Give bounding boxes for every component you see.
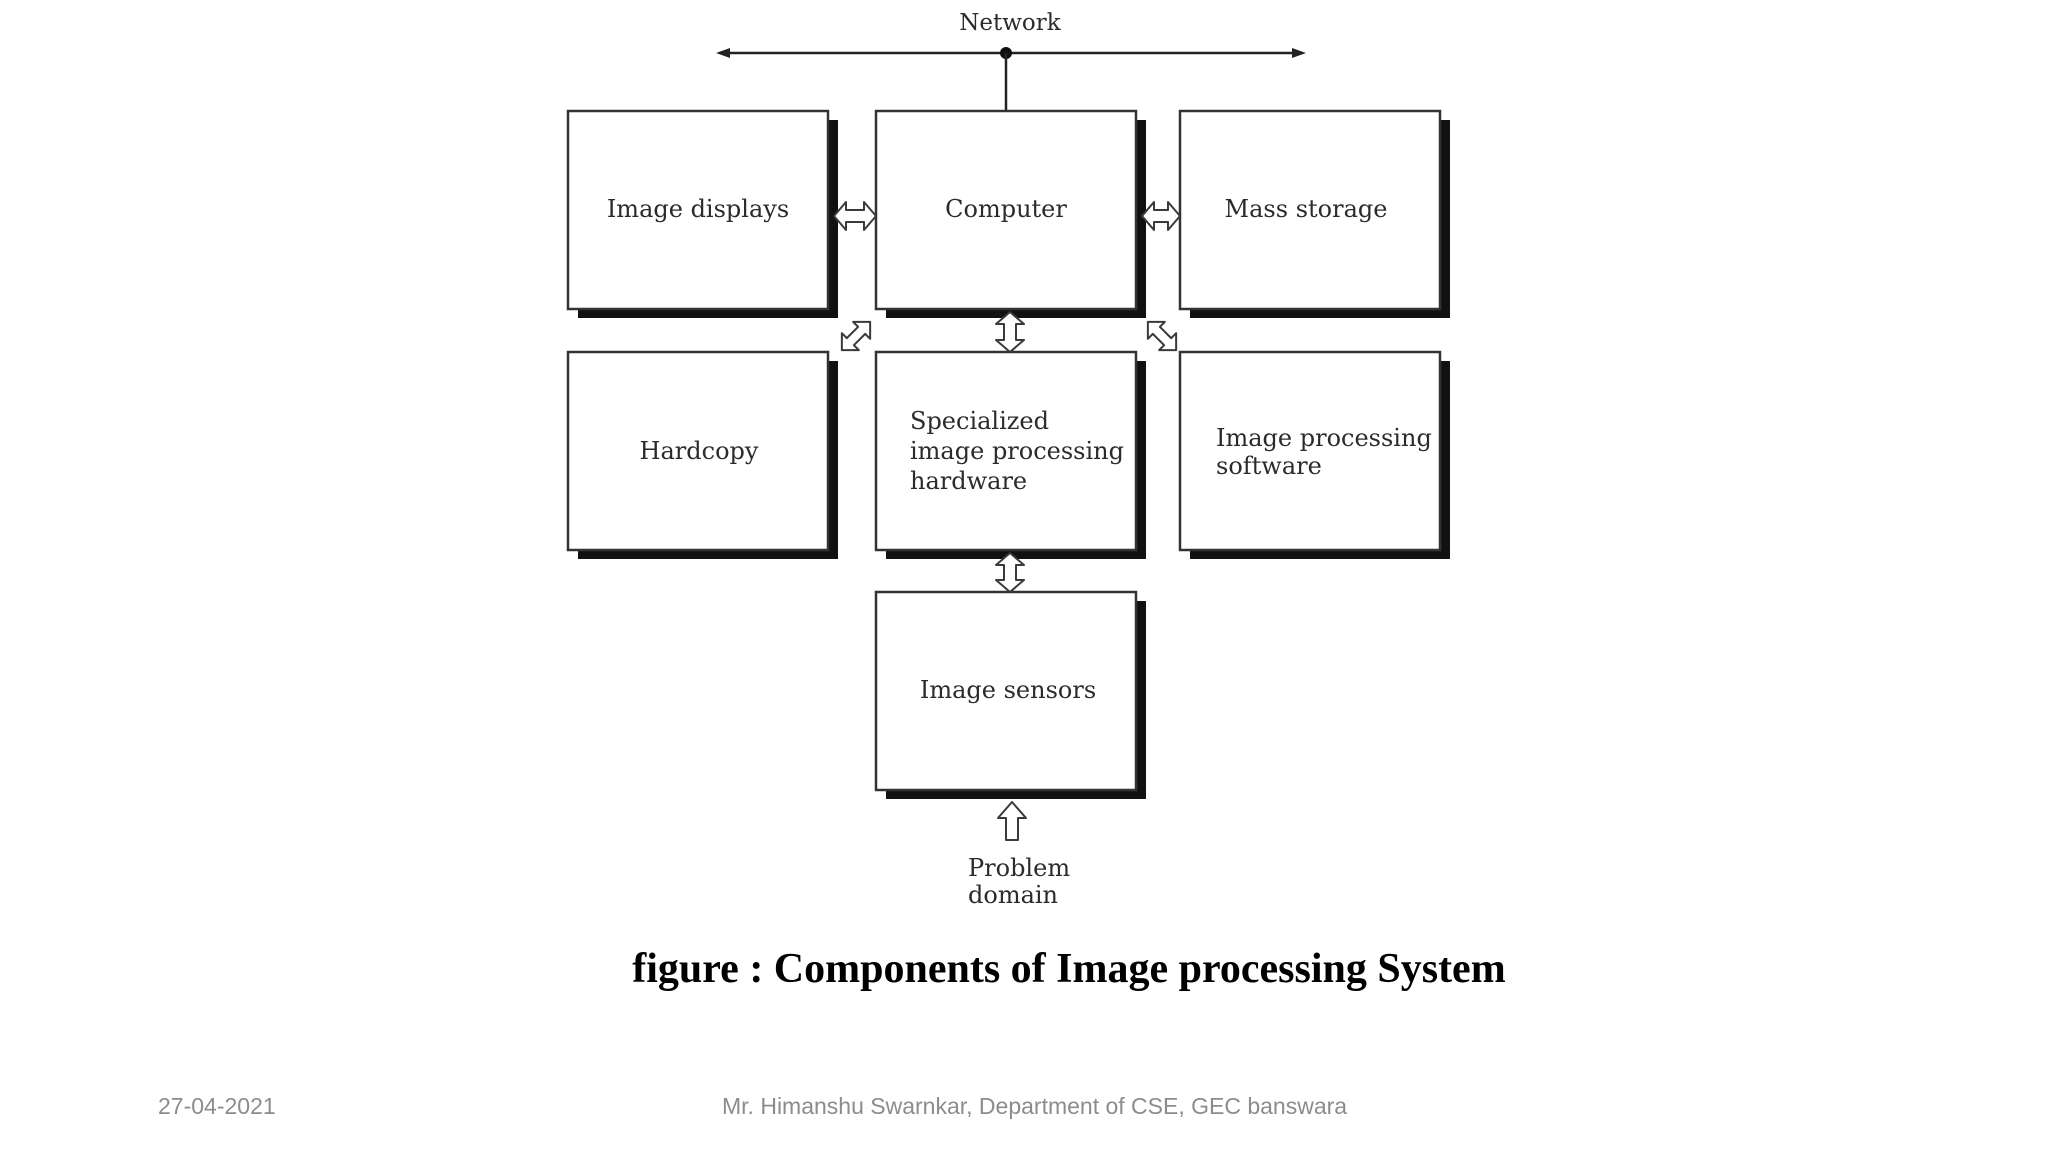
network-label: Network (959, 10, 1062, 36)
box-mass-storage: Mass storage (1178, 109, 1450, 318)
box-label-image-displays: Image displays (607, 195, 789, 223)
box-label-specialized-line-1: Specialized (910, 407, 1049, 435)
arrow-problem-domain-up (997, 801, 1027, 841)
arrow-hardware-sensors (995, 552, 1025, 593)
network-bus (716, 47, 1306, 111)
box-label-software-line-2: software (1216, 452, 1322, 480)
box-image-sensors: Image sensors (874, 590, 1146, 799)
box-specialized-hardware: Specialized image processing hardware (874, 350, 1146, 559)
box-image-processing-software: Image processing software (1178, 350, 1450, 559)
arrow-diagonal-hardcopy (840, 320, 872, 352)
box-label-specialized-line-3: hardware (910, 467, 1027, 495)
arrow-diagonal-software (1146, 320, 1178, 352)
arrow-computer-storage (1141, 201, 1181, 231)
footer-date: 27-04-2021 (158, 1093, 276, 1119)
box-image-displays: Image displays (566, 109, 838, 318)
box-computer: Computer (874, 109, 1146, 318)
box-label-image-sensors: Image sensors (920, 676, 1096, 704)
arrow-computer-hardware (995, 311, 1025, 353)
box-label-mass-storage: Mass storage (1225, 195, 1388, 223)
box-hardcopy: Hardcopy (566, 350, 838, 559)
box-label-software-line-1: Image processing (1216, 424, 1432, 452)
problem-domain-line-1: Problem (968, 854, 1070, 882)
box-label-hardcopy: Hardcopy (640, 437, 759, 465)
figure-caption: figure : Components of Image processing … (632, 946, 1506, 992)
arrow-displays-computer (833, 201, 877, 231)
box-label-specialized-line-2: image processing (910, 437, 1124, 465)
footer-author: Mr. Himanshu Swarnkar, Department of CSE… (722, 1093, 1348, 1119)
problem-domain-line-2: domain (968, 881, 1058, 909)
box-label-computer: Computer (945, 195, 1067, 223)
